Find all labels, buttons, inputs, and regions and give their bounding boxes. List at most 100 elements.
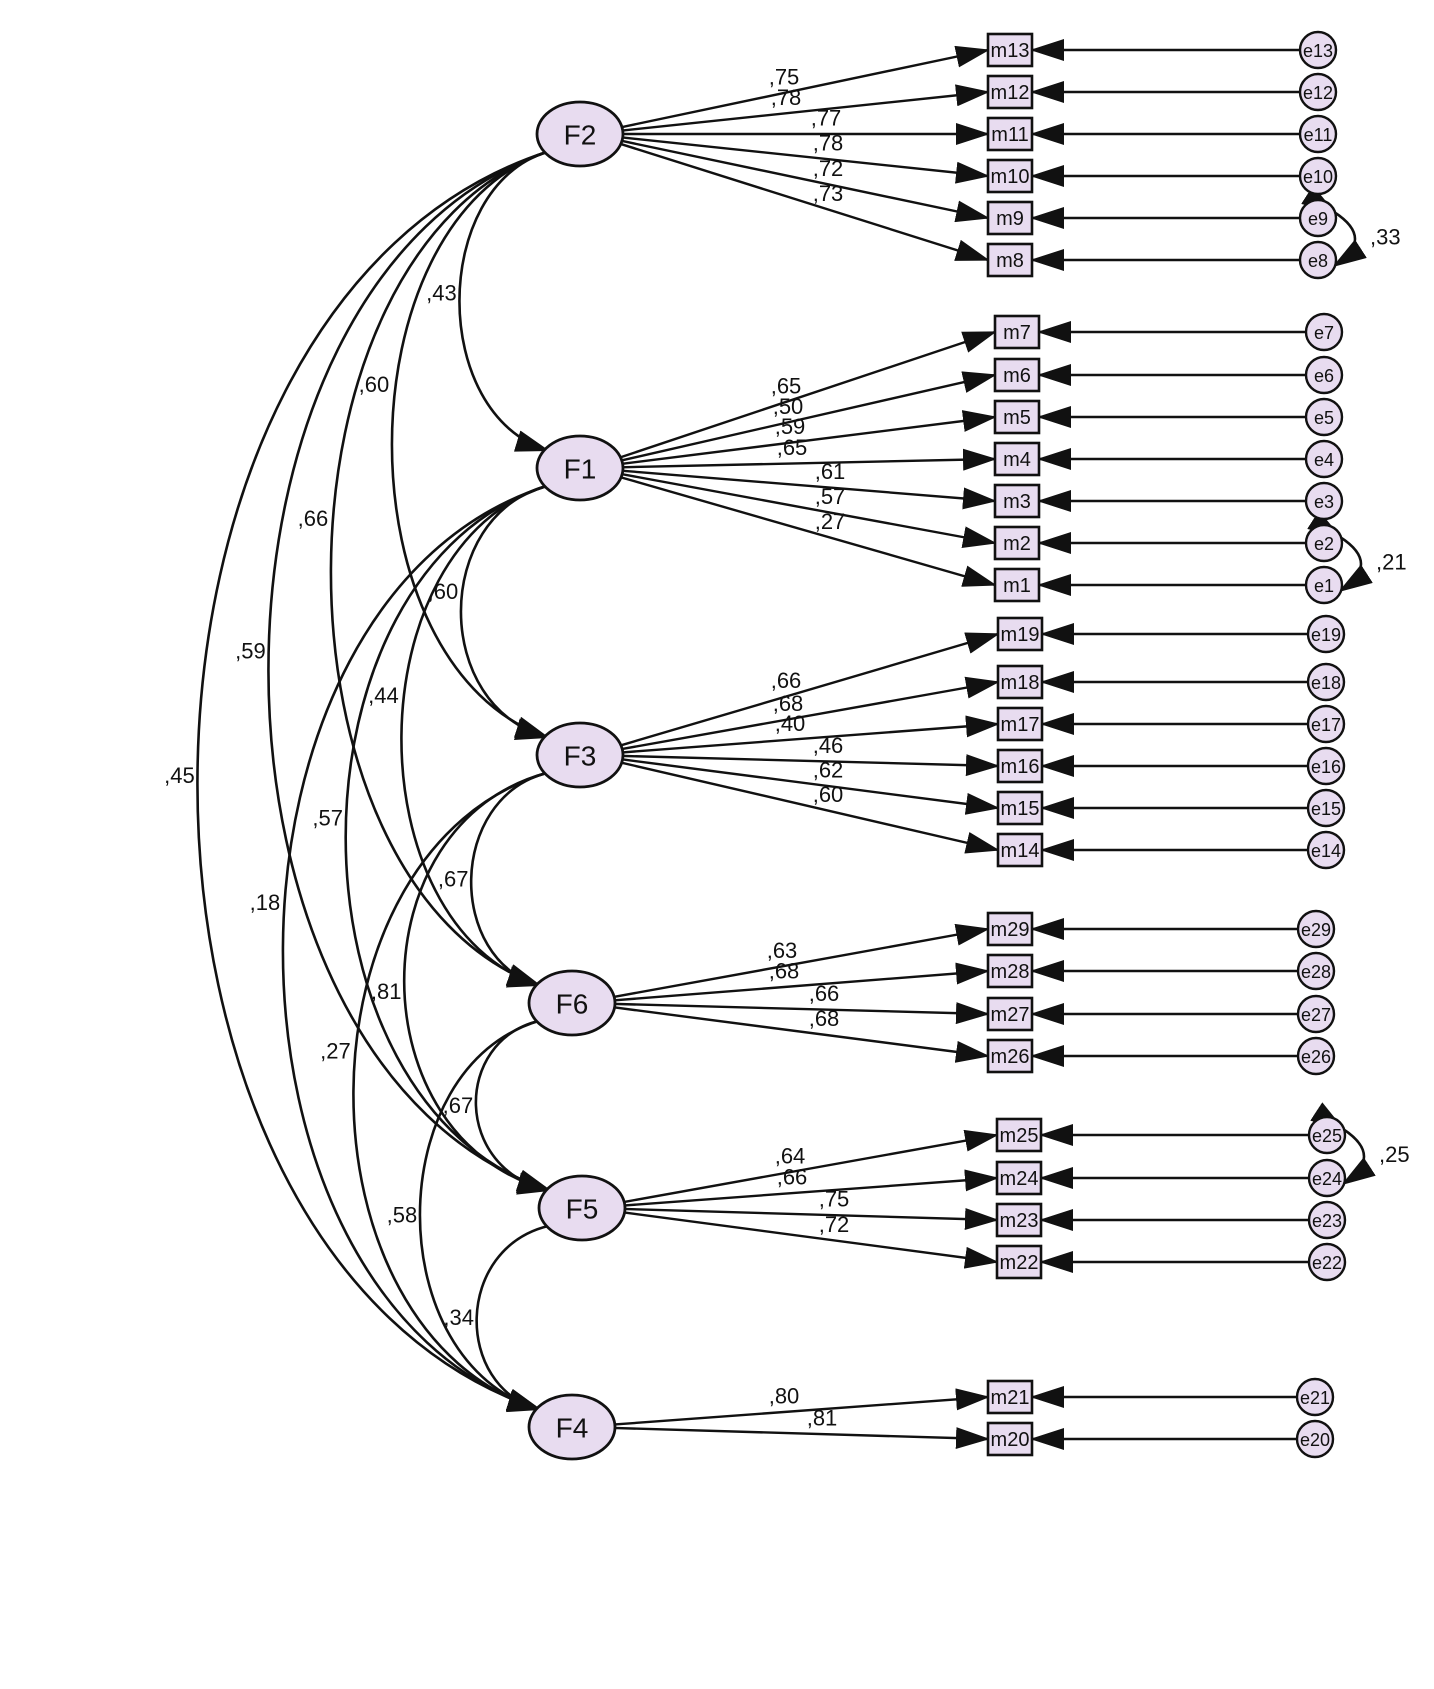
item-box-m1 — [993, 567, 1041, 603]
item-box-m4 — [993, 441, 1041, 477]
item-label-m27: m27 — [991, 1004, 1030, 1026]
factor-label-f4: F4 — [556, 1413, 589, 1444]
loading-label-m15: ,62 — [813, 758, 844, 783]
error-label-e1: e1 — [1314, 576, 1334, 596]
correlation-label: ,67 — [443, 1093, 474, 1118]
item-label-m15: m15 — [1001, 798, 1040, 820]
factor-f2 — [535, 100, 625, 168]
correlation-label: ,18 — [250, 890, 281, 915]
error-covariance-e9-e8 — [1301, 185, 1367, 268]
loading-label-m26: ,68 — [809, 1006, 840, 1031]
loading-label-m12: ,78 — [771, 85, 802, 110]
item-label-m8: m8 — [996, 250, 1024, 272]
correlation-arc-f2-f1 — [458, 131, 582, 452]
item-label-m6: m6 — [1003, 365, 1031, 387]
item-label-m23: m23 — [1000, 1210, 1039, 1232]
item-box-m24 — [995, 1160, 1043, 1196]
loading-label-m14: ,60 — [813, 782, 844, 807]
correlation-label: ,45 — [164, 763, 195, 788]
error-covariance-label: ,33 — [1370, 225, 1401, 250]
item-box-m23 — [995, 1202, 1043, 1238]
item-box-m27 — [986, 996, 1034, 1032]
correlation-label: ,60 — [428, 579, 459, 604]
loading-label-m2: ,57 — [815, 484, 846, 509]
loading-label-m7: ,65 — [771, 373, 802, 398]
item-label-m3: m3 — [1003, 491, 1031, 513]
error-circle-e13 — [1298, 30, 1338, 70]
loading-arrow-m14 — [620, 761, 1000, 854]
item-box-m29 — [986, 911, 1034, 947]
item-box-m8 — [986, 242, 1034, 278]
item-box-m9 — [986, 200, 1034, 236]
error-label-e6: e6 — [1314, 366, 1334, 386]
error-circle-e26 — [1296, 1036, 1336, 1076]
error-label-e14: e14 — [1311, 841, 1341, 861]
item-box-m10 — [986, 158, 1034, 194]
error-label-e9: e9 — [1308, 209, 1328, 229]
loading-arrow-m22 — [622, 1211, 999, 1269]
error-circle-e2 — [1304, 523, 1344, 563]
correlation-label: ,27 — [320, 1039, 351, 1064]
error-circle-e22 — [1307, 1242, 1347, 1282]
loading-label-m17: ,40 — [775, 711, 806, 736]
loading-label-m23: ,75 — [819, 1187, 850, 1212]
loading-label-m11: ,77 — [811, 106, 842, 131]
error-label-e15: e15 — [1311, 799, 1341, 819]
correlation-arc-f2-f6 — [329, 130, 582, 987]
error-covariance-label: ,25 — [1379, 1142, 1410, 1167]
item-label-m25: m25 — [1000, 1125, 1039, 1147]
error-label-e3: e3 — [1314, 492, 1334, 512]
item-label-m16: m16 — [1001, 756, 1040, 778]
error-circle-e10 — [1298, 156, 1338, 196]
loading-arrow-m25 — [622, 1129, 999, 1204]
correlation-label: ,58 — [387, 1203, 418, 1228]
label-layer: ,43,60,66,59,45,60,44,57,18,67,81,27,67,… — [164, 64, 1409, 1430]
error-circle-e28 — [1296, 951, 1336, 991]
error-circle-e21 — [1295, 1377, 1335, 1417]
item-label-m11: m11 — [991, 124, 1028, 146]
loading-label-m8: ,73 — [813, 181, 844, 206]
loading-label-m29: ,63 — [767, 938, 798, 963]
error-circle-e9 — [1298, 198, 1338, 238]
item-box-m2 — [993, 525, 1041, 561]
item-label-m21: m21 — [991, 1387, 1030, 1409]
error-circle-e23 — [1307, 1200, 1347, 1240]
item-box-m21 — [986, 1379, 1034, 1415]
factor-label-f6: F6 — [556, 989, 589, 1020]
correlation-label: ,60 — [359, 372, 390, 397]
error-label-e24: e24 — [1312, 1169, 1342, 1189]
error-circle-e15 — [1306, 788, 1346, 828]
item-label-m18: m18 — [1001, 672, 1040, 694]
loading-label-m25: ,64 — [775, 1144, 806, 1169]
loading-arrow-m3 — [620, 469, 997, 510]
loading-label-m18: ,68 — [773, 691, 804, 716]
error-circle-e18 — [1306, 662, 1346, 702]
loading-arrow-m23 — [622, 1207, 999, 1231]
correlation-label: ,59 — [235, 639, 266, 664]
loading-arrow-m18 — [620, 676, 1000, 751]
error-label-e17: e17 — [1311, 715, 1341, 735]
error-label-e10: e10 — [1303, 167, 1333, 187]
item-box-m16 — [996, 748, 1044, 784]
loading-layer — [612, 45, 1000, 1450]
item-box-m3 — [993, 483, 1041, 519]
loading-arrow-m20 — [612, 1426, 990, 1450]
loading-arrow-m5 — [620, 410, 997, 466]
loading-label-m4: ,65 — [777, 435, 808, 460]
item-label-m7: m7 — [1003, 322, 1031, 344]
loading-arrow-m13 — [620, 45, 990, 129]
loading-arrow-m6 — [620, 371, 997, 462]
loading-label-m28: ,68 — [769, 959, 800, 984]
loading-arrow-m21 — [612, 1388, 990, 1426]
correlation-arc-f6-f5 — [474, 1002, 574, 1195]
loading-label-m13: ,75 — [769, 64, 800, 89]
error-label-e2: e2 — [1314, 534, 1334, 554]
error-label-e23: e23 — [1312, 1211, 1342, 1231]
item-box-m13 — [986, 32, 1034, 68]
item-label-m24: m24 — [1000, 1168, 1039, 1190]
error-label-e21: e21 — [1300, 1388, 1330, 1408]
item-box-m25 — [995, 1117, 1043, 1153]
loading-arrow-m28 — [612, 962, 990, 1002]
item-label-m20: m20 — [991, 1429, 1030, 1451]
